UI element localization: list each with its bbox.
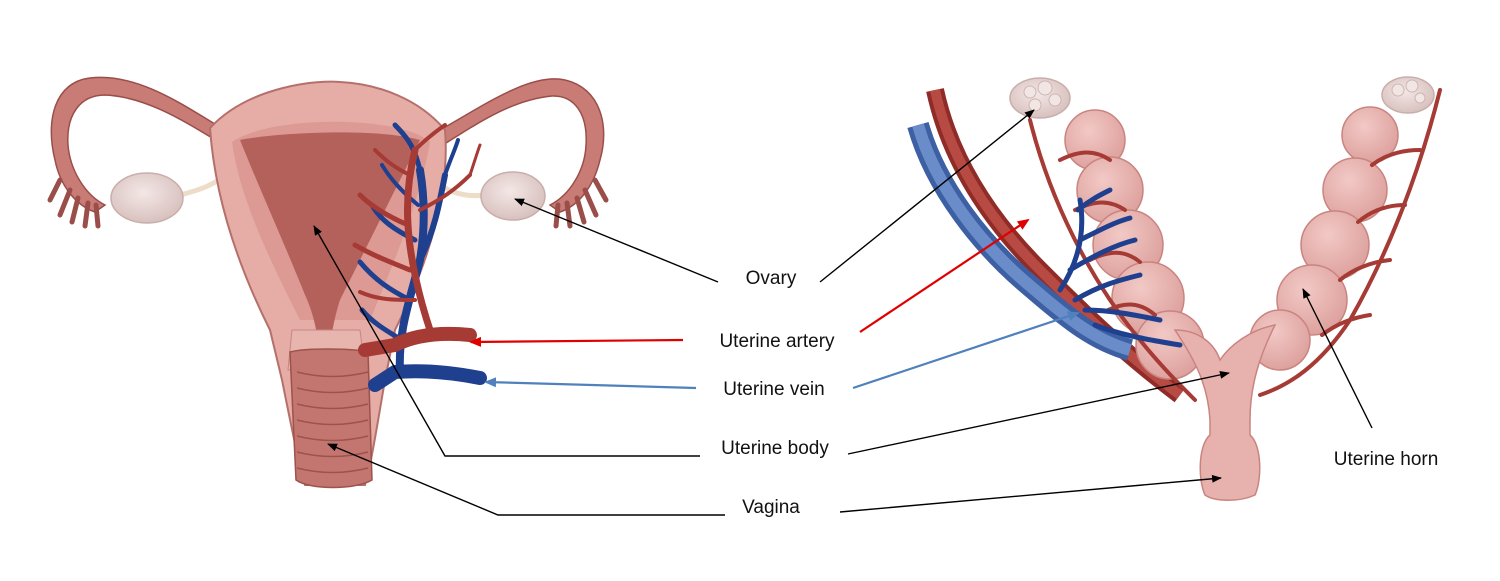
artery-pointer-left — [469, 336, 684, 347]
label-vagina: Vagina — [742, 497, 800, 518]
body-pointer-right — [847, 370, 1230, 455]
human-uterine-arteries — [352, 123, 482, 357]
vein-pointer-right — [852, 311, 1080, 390]
animal-right-ovary — [1381, 76, 1435, 114]
label-uterine-body: Uterine body — [721, 438, 829, 459]
vagina-structure — [289, 348, 373, 489]
right-fallopian-tube — [433, 78, 605, 213]
pointer-lines — [313, 109, 1373, 516]
human-uterus-illustration — [47, 76, 609, 489]
uterine-cavity — [240, 132, 420, 360]
labels: Ovary Uterine artery Uterine vein Uterin… — [719, 268, 1438, 518]
vagina-pointer-left — [327, 443, 725, 516]
label-uterine-artery: Uterine artery — [719, 331, 835, 352]
label-uterine-horn: Uterine horn — [1334, 449, 1439, 470]
animal-uterine-body — [1173, 323, 1277, 501]
ovary-pointer-right — [819, 109, 1035, 283]
left-ovary — [110, 172, 184, 224]
body-pointer-left — [313, 225, 700, 457]
right-uterine-horn — [1249, 106, 1399, 371]
animal-left-ovary — [1009, 77, 1071, 119]
right-fimbriae — [553, 177, 609, 229]
vagina-pointer-right — [839, 474, 1222, 513]
animal-uterus-illustration — [907, 76, 1442, 501]
vaginal-rugae — [296, 371, 369, 474]
left-fimbriae — [47, 177, 101, 229]
horn-veins — [1057, 187, 1183, 348]
right-ovary — [480, 171, 546, 221]
label-uterine-vein: Uterine vein — [723, 379, 824, 400]
horn-pointer — [1302, 288, 1373, 429]
horn-arteries — [1028, 88, 1442, 402]
ovary-pointer-left — [514, 198, 719, 283]
label-ovary: Ovary — [746, 268, 797, 289]
artery-pointer-right — [859, 218, 1030, 333]
vein-pointer-left — [484, 377, 697, 390]
